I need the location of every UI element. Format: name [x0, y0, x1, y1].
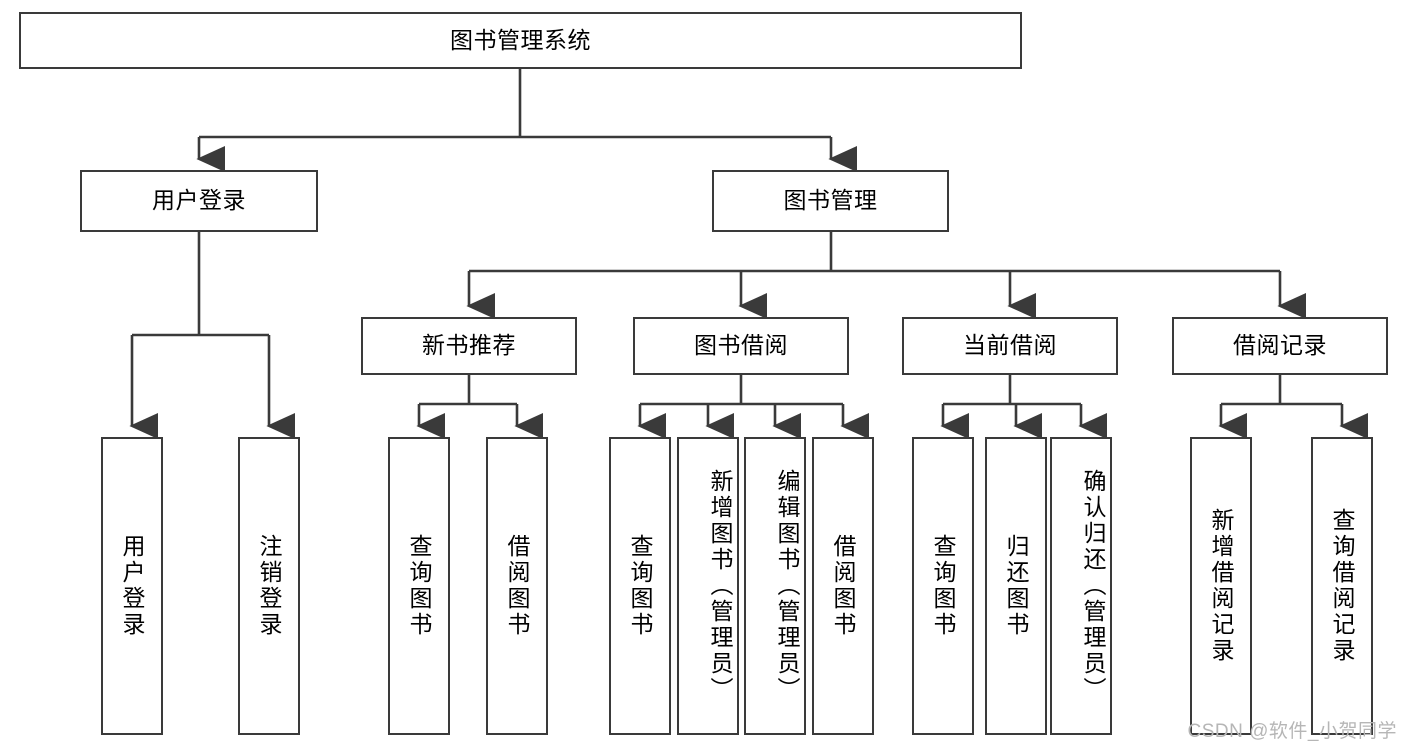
- node-leaf-user-logout-label: 注销登录: [256, 534, 282, 638]
- node-borrow-record[interactable]: 借阅记录: [1172, 317, 1388, 375]
- node-leaf-bb-add-book[interactable]: 新增图书（管理员）: [677, 437, 739, 735]
- node-leaf-bb-add-book-label: 新增图书（管理员）: [707, 469, 733, 703]
- node-leaf-bb-edit-book[interactable]: 编辑图书（管理员）: [744, 437, 806, 735]
- node-leaf-cb-query-book-label: 查询图书: [930, 534, 956, 638]
- node-leaf-bb-borrow-book[interactable]: 借阅图书: [812, 437, 874, 735]
- node-leaf-user-login-label: 用户登录: [119, 534, 145, 638]
- node-leaf-cb-confirm-return[interactable]: 确认归还（管理员）: [1050, 437, 1112, 735]
- node-leaf-rec-borrow-book[interactable]: 借阅图书: [486, 437, 548, 735]
- node-root-label: 图书管理系统: [450, 26, 591, 53]
- node-leaf-user-logout[interactable]: 注销登录: [238, 437, 300, 735]
- node-book-manage[interactable]: 图书管理: [712, 170, 949, 232]
- node-leaf-br-query-record[interactable]: 查询借阅记录: [1311, 437, 1373, 735]
- node-book-borrow[interactable]: 图书借阅: [633, 317, 849, 375]
- node-leaf-br-add-record[interactable]: 新增借阅记录: [1190, 437, 1252, 735]
- node-leaf-rec-query-book-label: 查询图书: [406, 534, 432, 638]
- node-user-login[interactable]: 用户登录: [80, 170, 318, 232]
- node-borrow-record-label: 借阅记录: [1233, 332, 1327, 359]
- node-leaf-rec-borrow-book-label: 借阅图书: [504, 534, 530, 638]
- node-root[interactable]: 图书管理系统: [19, 12, 1022, 69]
- node-leaf-user-login[interactable]: 用户登录: [101, 437, 163, 735]
- node-current-borrow-label: 当前借阅: [963, 332, 1057, 359]
- node-new-book-rec[interactable]: 新书推荐: [361, 317, 577, 375]
- node-leaf-bb-query-book[interactable]: 查询图书: [609, 437, 671, 735]
- node-leaf-rec-query-book[interactable]: 查询图书: [388, 437, 450, 735]
- node-leaf-cb-query-book[interactable]: 查询图书: [912, 437, 974, 735]
- node-leaf-bb-edit-book-label: 编辑图书（管理员）: [774, 469, 800, 703]
- node-user-login-label: 用户登录: [152, 187, 246, 214]
- node-leaf-br-query-record-label: 查询借阅记录: [1329, 508, 1355, 664]
- watermark-text: CSDN @软件_小贺同学: [1187, 721, 1397, 742]
- node-leaf-bb-query-book-label: 查询图书: [627, 534, 653, 638]
- node-new-book-rec-label: 新书推荐: [422, 332, 516, 359]
- node-leaf-bb-borrow-book-label: 借阅图书: [830, 534, 856, 638]
- node-leaf-cb-confirm-return-label: 确认归还（管理员）: [1080, 469, 1106, 703]
- node-leaf-br-add-record-label: 新增借阅记录: [1208, 508, 1234, 664]
- node-current-borrow[interactable]: 当前借阅: [902, 317, 1118, 375]
- node-book-manage-label: 图书管理: [783, 187, 878, 214]
- node-book-borrow-label: 图书借阅: [694, 332, 788, 359]
- node-leaf-cb-return-book[interactable]: 归还图书: [985, 437, 1047, 735]
- node-leaf-cb-return-book-label: 归还图书: [1003, 534, 1029, 638]
